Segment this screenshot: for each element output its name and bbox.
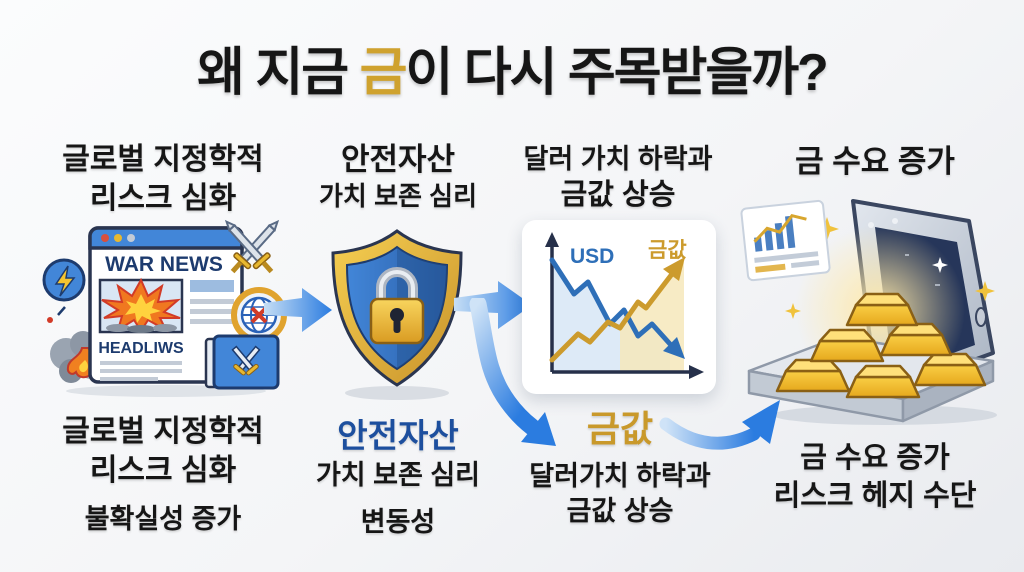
header-line: 금값 상승 bbox=[560, 179, 676, 212]
caption-line: 금 수요 증가 bbox=[800, 442, 950, 474]
title-suffix: 이 다시 주목받을까? bbox=[405, 44, 828, 102]
headlines-text: HEADLIWS bbox=[98, 340, 184, 357]
gold-safe-icon bbox=[740, 199, 997, 425]
browser-dot-red bbox=[101, 234, 109, 242]
text-line bbox=[100, 361, 182, 365]
text-line bbox=[100, 369, 182, 373]
text-line bbox=[190, 280, 234, 292]
browser-window: WAR NEWS HEADLIWS bbox=[88, 226, 244, 384]
curved-down-arrow-icon bbox=[469, 295, 556, 446]
col4-caption: 금 수요 증가 리스크 헤지 수단 bbox=[748, 440, 1002, 515]
right-arrow-icon bbox=[264, 288, 332, 332]
flow-arrow-1 bbox=[262, 283, 336, 342]
x-axis-arrowhead bbox=[689, 365, 704, 379]
usd-line bbox=[549, 257, 673, 347]
text-line bbox=[190, 309, 234, 314]
flow-arrow-2 bbox=[452, 276, 536, 339]
gold-line bbox=[549, 271, 675, 363]
caption-line: 리스크 심화 bbox=[89, 454, 237, 487]
speck bbox=[57, 306, 66, 316]
war-news-icon: WAR NEWS HEADLIWS bbox=[42, 219, 287, 397]
red-x-mark bbox=[250, 306, 268, 324]
sub-caption: 변동성 bbox=[360, 506, 436, 537]
caption-line: 가치 보존 심리 bbox=[315, 459, 481, 490]
page-title: 왜 지금 금이 다시 주목받을까? bbox=[0, 30, 1024, 105]
col4-header: 금 수요 증가 bbox=[752, 142, 998, 182]
curved-up-arrow-icon bbox=[659, 400, 780, 450]
crossed-swords-icon bbox=[224, 219, 280, 274]
col3-caption: 금값 달러가치 하락과 금값 상승 bbox=[508, 406, 732, 529]
col1-caption: 글로벌 지정학적 리스크 심화 불확실성 증가 bbox=[28, 412, 298, 537]
title-gold-highlight: 금 bbox=[359, 44, 408, 102]
usd-label: USD bbox=[570, 245, 614, 268]
col2-header: 안전자산 가치 보존 심리 bbox=[300, 140, 496, 214]
header-line: 글로벌 지정학적 bbox=[62, 143, 264, 176]
header-line: 가치 보존 심리 bbox=[319, 181, 477, 212]
right-arrow-icon bbox=[454, 281, 532, 329]
speck bbox=[47, 317, 53, 323]
sub-caption: 불확실성 증가 bbox=[84, 504, 242, 534]
safe-illustration bbox=[735, 195, 1005, 430]
mini-chart-card-icon bbox=[740, 199, 831, 282]
usd-line-arrowhead bbox=[663, 337, 685, 359]
header-line: 안전자산 bbox=[340, 142, 456, 177]
usd-gold-chart-icon: USD 금값 bbox=[545, 232, 704, 379]
war-news-illustration: WAR NEWS HEADLIWS bbox=[38, 218, 288, 403]
y-axis-arrowhead bbox=[545, 232, 559, 247]
col3-header: 달러 가치 하락과 금값 상승 bbox=[505, 142, 731, 215]
title-prefix: 왜 지금 bbox=[197, 44, 360, 102]
flow-arrow-down-branch bbox=[452, 295, 567, 468]
text-line bbox=[100, 377, 158, 381]
col1-header: 글로벌 지정학적 리스크 심화 bbox=[28, 140, 298, 218]
text-line bbox=[190, 319, 234, 324]
caption-emphasis: 안전자산 bbox=[337, 417, 459, 454]
caption-emphasis: 금값 bbox=[586, 408, 654, 449]
war-news-headline: WAR NEWS bbox=[105, 253, 223, 276]
caption-line: 글로벌 지정학적 bbox=[62, 415, 264, 448]
gold-bars-icon bbox=[775, 292, 987, 399]
lightning-badge-icon bbox=[42, 258, 86, 302]
header-line: 금 수요 증가 bbox=[795, 144, 955, 179]
col2-caption: 안전자산 가치 보존 심리 변동성 bbox=[295, 415, 501, 540]
shield-illustration bbox=[322, 226, 472, 406]
chart-card: USD 금값 bbox=[522, 220, 716, 394]
ground-shadow bbox=[345, 386, 449, 400]
explosion-icon bbox=[101, 277, 182, 333]
keyhole bbox=[390, 308, 404, 322]
safe-handle bbox=[975, 307, 987, 327]
gold-line-arrowhead bbox=[663, 257, 685, 281]
flow-arrow-swoosh bbox=[658, 384, 810, 477]
shield-lock-icon bbox=[331, 229, 463, 400]
browser-dot-gold bbox=[114, 234, 122, 242]
padlock-icon bbox=[369, 267, 425, 345]
text-line bbox=[190, 299, 234, 304]
browser-dot-gray bbox=[127, 234, 135, 242]
header-line: 리스크 심화 bbox=[89, 182, 237, 215]
header-line: 달러 가치 하락과 bbox=[523, 144, 713, 174]
caption-line: 금값 상승 bbox=[566, 495, 674, 526]
war-book-icon bbox=[204, 334, 280, 390]
caption-line: 리스크 헤지 수단 bbox=[773, 479, 977, 512]
sparkle-icon bbox=[785, 217, 995, 319]
gold-price-label: 금값 bbox=[648, 239, 687, 262]
caption-line: 달러가치 하락과 bbox=[529, 460, 711, 491]
